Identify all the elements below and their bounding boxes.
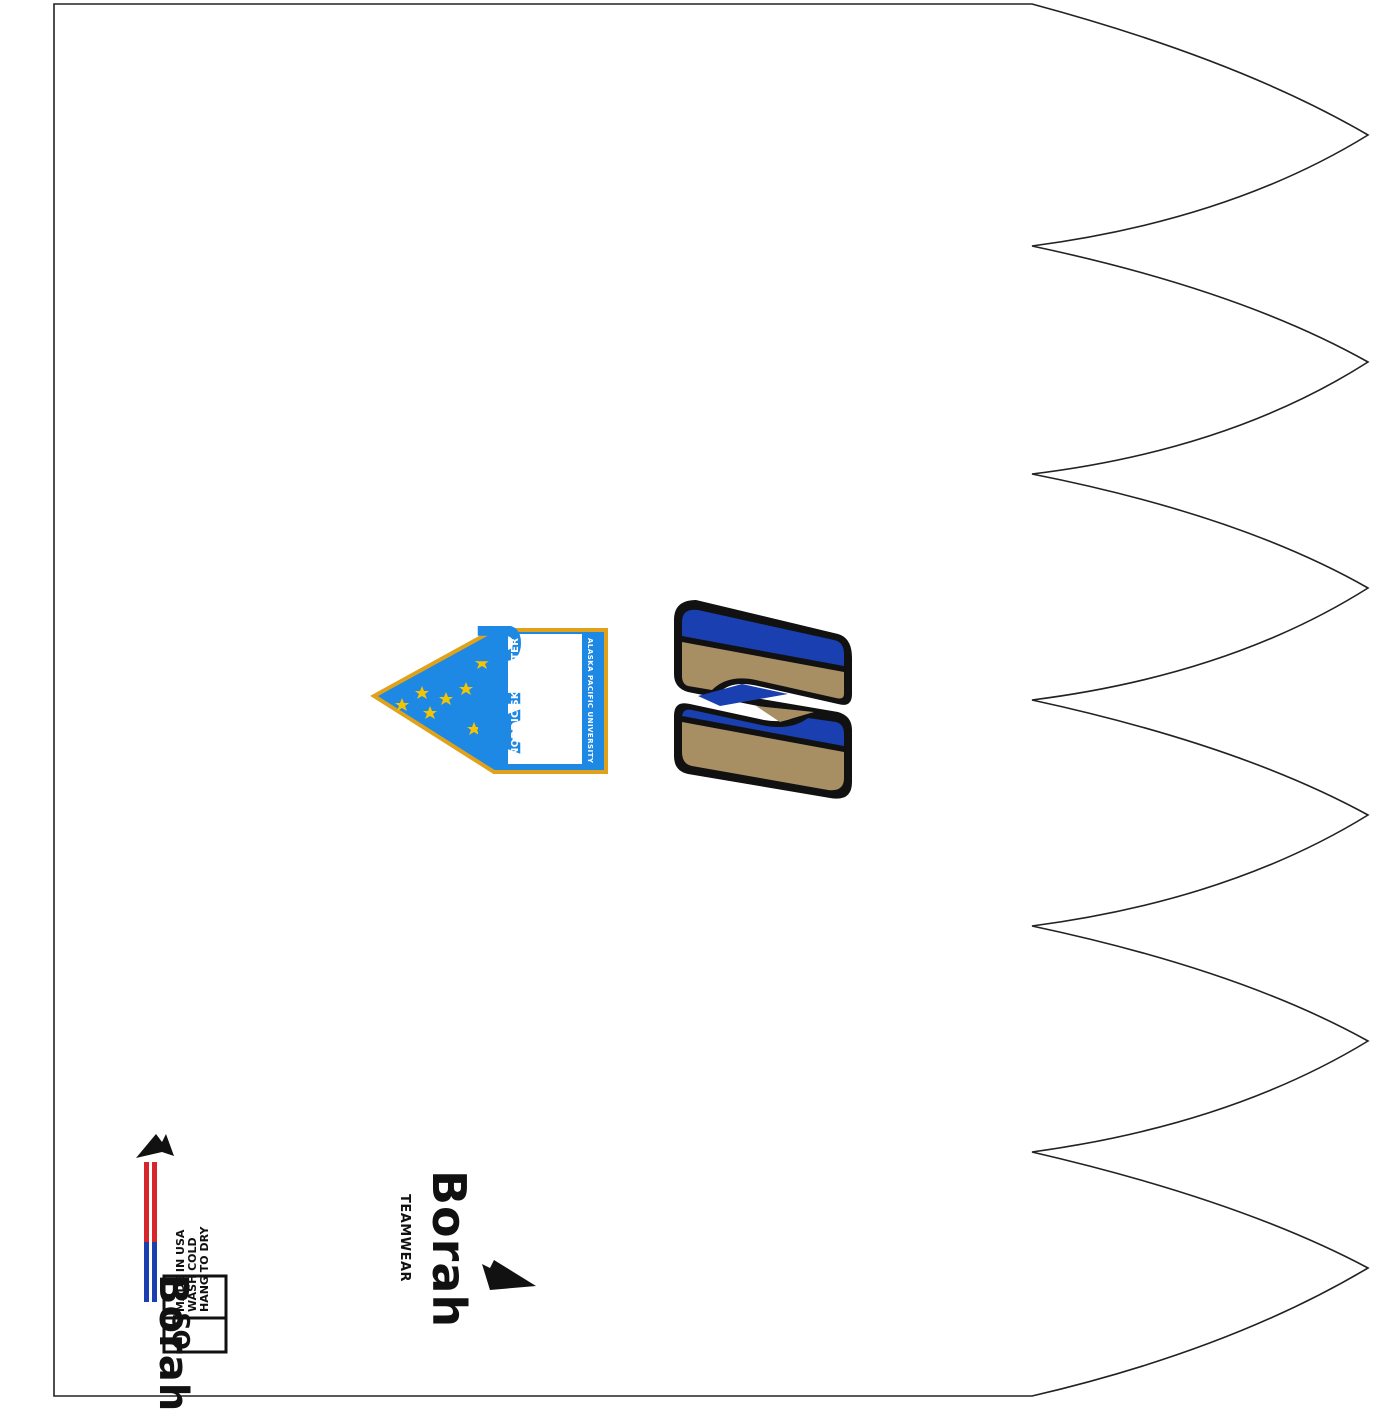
teamwear-subtitle: TEAMWEAR	[397, 1194, 412, 1283]
teamwear-logo: Borah TEAMWEAR	[390, 1164, 540, 1334]
apu-center-text: NORDIC SKI CENTER	[510, 638, 521, 756]
flag-stripe-blue	[144, 1242, 149, 1302]
star-icon	[395, 656, 489, 735]
apu-university-text: ALASKA PACIFIC UNIVERSITY	[586, 638, 594, 764]
mountain-icon	[482, 1260, 536, 1290]
teamwear-brand: Borah	[422, 1170, 476, 1329]
care-brand: Borah	[150, 1274, 196, 1412]
care-line-3: HANG TO DRY	[198, 1226, 211, 1312]
apu-wordmark: APU	[466, 626, 534, 754]
mountain-icon	[136, 1134, 174, 1158]
apu-wordmark-panel	[508, 634, 582, 764]
flag-stripe-red	[144, 1162, 149, 1242]
apu-logo: APU NORDIC SKI CENTER ALASKA PACIFIC UNI…	[370, 626, 608, 774]
z-stripe-emblem	[674, 600, 852, 799]
care-label: OS MADE IN USA WASH COLD HANG TO DRY Bor…	[134, 1096, 234, 1412]
